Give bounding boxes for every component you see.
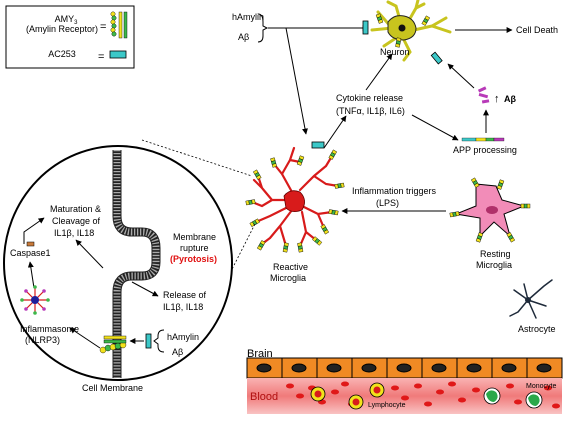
membrane-abeta: Aβ: [172, 347, 183, 357]
arrow-cytokine-to-neuron: [365, 53, 393, 91]
neuron: Neuron: [362, 0, 452, 65]
inflammasome-line2: (NLRP3): [25, 335, 60, 345]
legend-box: AMY3 (Amylin Receptor) = AC253 =: [5, 5, 135, 69]
arrow-inflammasome-to-caspase: [27, 261, 35, 289]
caspase-icon: [26, 241, 35, 247]
astrocyte-label: Astrocyte: [518, 324, 556, 334]
lymphocyte-label: Lymphocyte: [368, 402, 406, 409]
app-processing: APP processing ↑ Aβ: [447, 63, 517, 155]
legend-receptor-icon: [110, 11, 128, 39]
cytokine-line1: Cytokine release: [336, 93, 403, 103]
arrow-abeta-to-neuron: [447, 63, 475, 89]
legend-equals-1: =: [100, 21, 106, 33]
astrocyte-icon: [509, 279, 553, 319]
membrane-hamylin: hAmylin: [167, 332, 199, 342]
legend-receptor-sublabel: (Amylin Receptor): [26, 24, 98, 34]
monocyte-label: Monocyte: [526, 383, 556, 390]
membrane-receptor-icon: [99, 335, 127, 354]
release-line1: Release of: [163, 290, 207, 300]
inflammasome-line1: Inflammasome: [20, 324, 79, 334]
cell-membrane-label: Cell Membrane: [82, 383, 143, 393]
abeta-up-label: Aβ: [504, 94, 516, 104]
cytokine-line2: (TNFα, IL1β, IL6): [336, 106, 405, 116]
arrow-caspase-to-maturation: [23, 217, 45, 244]
maturation-line3: IL1β, IL18: [54, 228, 94, 238]
brain-label: Brain: [247, 348, 273, 360]
arrow-rupture-to-release: [131, 281, 159, 297]
zoom-line-top: [141, 139, 253, 177]
neuron-label: Neuron: [380, 47, 410, 57]
top-inputs-brace: [257, 13, 269, 43]
arrow-inputs-to-microglia: [285, 27, 308, 135]
reactive-microglia: Reactive Microglia: [245, 141, 345, 283]
maturation-line1: Maturation &: [50, 204, 101, 214]
blood-label: Blood: [250, 391, 278, 403]
abeta-up-arrow: ↑: [494, 93, 500, 105]
arrow-microglia-to-cytokine: [323, 115, 347, 149]
release-line2: IL1β, IL18: [163, 302, 203, 312]
legend-ac253-label: AC253: [48, 49, 76, 59]
caspase-label: Caspase1: [10, 248, 51, 258]
resting-microglia: Resting Microglia: [449, 177, 531, 270]
lymphocyte-cells: [310, 382, 385, 410]
app-label: APP processing: [453, 145, 517, 155]
legend-ac253-icon: [109, 50, 127, 59]
monocyte-cells: [483, 387, 543, 409]
arrow-cleavage-to-release: [75, 239, 104, 269]
membrane-inputs-brace: [153, 329, 165, 353]
rupture-line1: Membrane: [173, 232, 216, 242]
brain-blood-barrier: Brain Blood: [246, 348, 563, 414]
reactive-label-1: Reactive: [273, 262, 308, 272]
inflammasome-icon: [20, 285, 50, 315]
trigger-line2: (LPS): [376, 198, 399, 208]
cell-detail-oval: Maturation & Cleavage of IL1β, IL18 Casp…: [3, 145, 233, 393]
abeta-fragments-icon: [477, 86, 490, 104]
reactive-label-2: Microglia: [270, 273, 306, 283]
cell-death-label: Cell Death: [516, 25, 558, 35]
arrow-cytokine-to-app: [411, 114, 459, 141]
resting-label-2: Microglia: [476, 260, 512, 270]
legend-receptor-label: AMY3: [55, 14, 79, 26]
rupture-line2: rupture: [180, 243, 209, 253]
legend-equals-2: =: [98, 51, 104, 63]
arrow-receptor-to-inflammasome: [69, 327, 101, 349]
trigger-line1: Inflammation triggers: [352, 186, 437, 196]
top-abeta-label: Aβ: [238, 32, 249, 42]
endothelial-cells: [246, 357, 563, 379]
maturation-line2: Cleavage of: [52, 216, 101, 226]
top-inputs: hAmylin Aβ: [232, 12, 369, 135]
membrane-ac253-icon: [145, 333, 152, 349]
resting-label-1: Resting: [480, 249, 511, 259]
top-hamylin-label: hAmylin: [232, 12, 264, 22]
pyroptosis-label: (Pyrotosis): [170, 254, 217, 264]
